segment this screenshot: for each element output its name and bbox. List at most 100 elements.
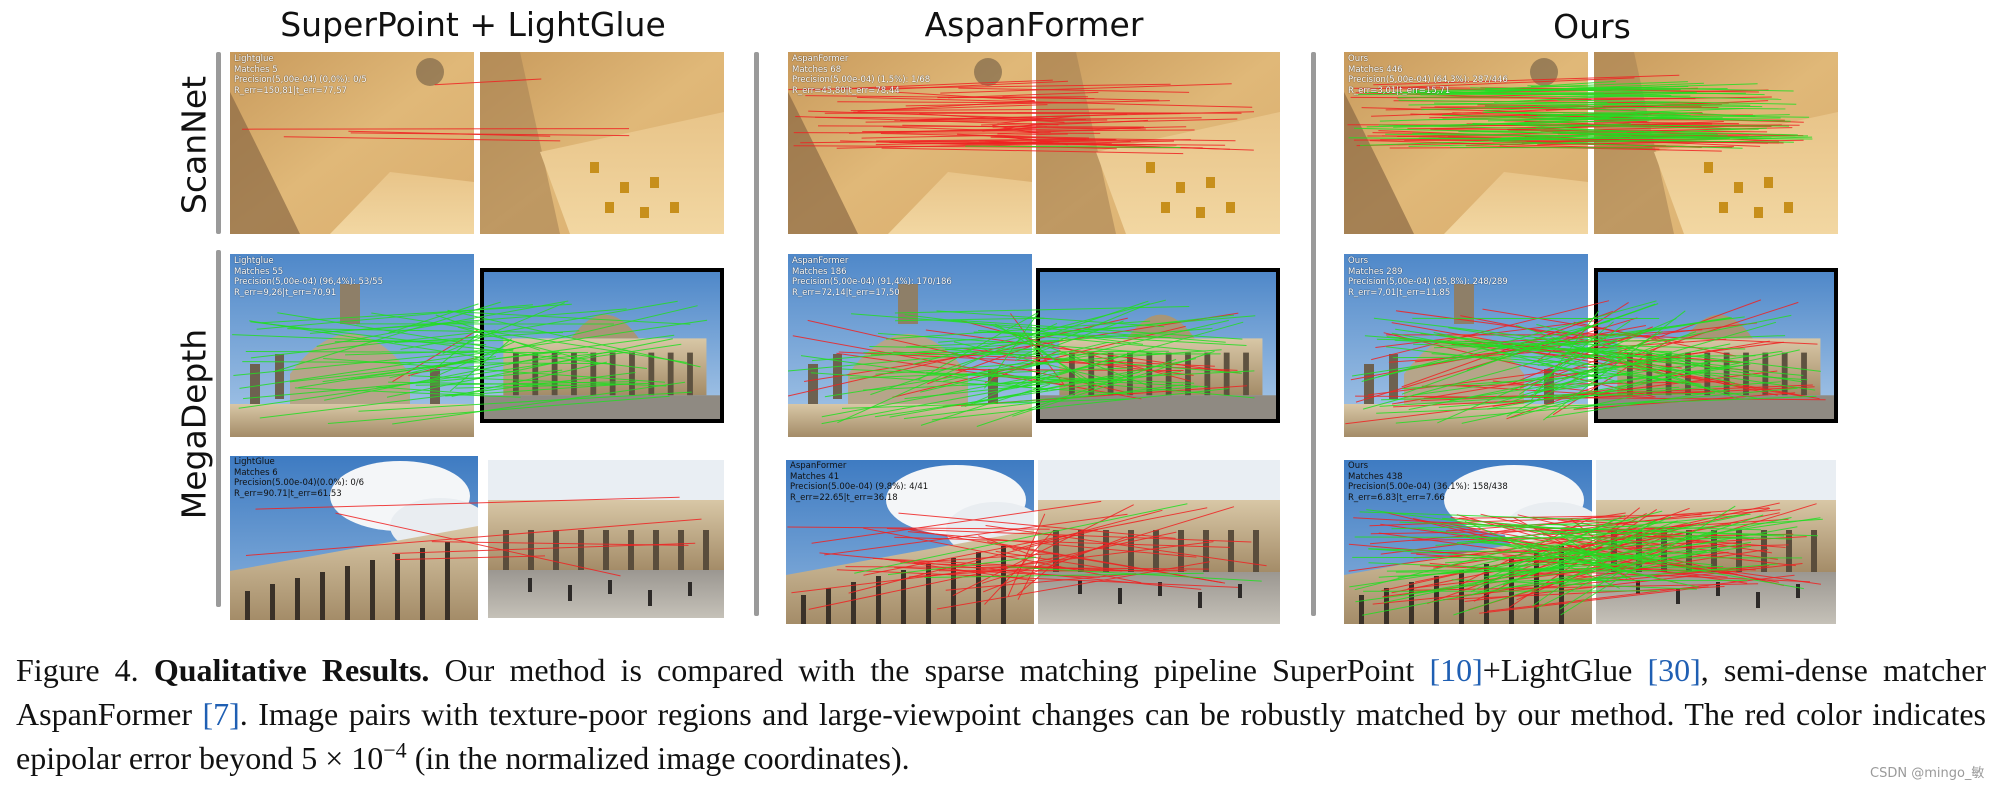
csdn-watermark: CSDN @mingo_敏 [1870, 766, 1985, 781]
wrong-match-line [1506, 385, 1597, 420]
caption-text-4: . Image pairs with texture-poor regions … [16, 696, 1987, 776]
correct-match-line [358, 391, 692, 412]
wrong-match-line [881, 147, 1184, 155]
correct-match-line [877, 332, 1168, 355]
caption-ref-10[interactable]: [10] [1429, 652, 1483, 688]
correct-match-line [1501, 127, 1767, 139]
wrong-match-line [1519, 299, 1762, 389]
correct-match-line [1487, 114, 1790, 122]
correct-match-line [886, 320, 1151, 340]
correct-match-line [273, 301, 501, 373]
correct-match-line [1014, 320, 1124, 361]
correct-match-line [309, 308, 627, 334]
megadepth-row-bracket [216, 250, 221, 607]
wrong-match-line [1442, 522, 1779, 583]
correct-match-line [953, 341, 1118, 382]
correct-match-line [1395, 569, 1740, 573]
caption-bold-title: Qualitative Results. [153, 652, 430, 688]
correct-match-line [990, 359, 1071, 373]
wrong-match-line [1486, 574, 1795, 612]
correct-match-line [1368, 562, 1593, 572]
column-title-aspanformer: AspanFormer [924, 5, 1144, 44]
correct-match-line [259, 372, 636, 419]
wrong-match-line [848, 529, 1099, 594]
correct-match-line [1442, 517, 1601, 533]
megadepth2-ours-match-lines [1348, 502, 1823, 616]
correct-match-line [1492, 140, 1743, 149]
correct-match-line [904, 381, 1060, 400]
wrong-match-line [1482, 308, 1684, 343]
wrong-match-line [880, 104, 1048, 111]
wrong-match-line [837, 101, 1081, 104]
correct-match-line [442, 302, 565, 354]
wrong-match-line [911, 140, 1112, 145]
wrong-match-line [882, 126, 1051, 133]
correct-match-line [1510, 362, 1708, 419]
correct-match-line [1404, 526, 1798, 596]
caption-text-1: Our method is compared with the sparse m… [444, 652, 1430, 688]
wrong-match-line [886, 528, 1252, 543]
megadepth1-ours-match-lines [1345, 299, 1826, 425]
correct-match-line [973, 358, 1196, 404]
wrong-match-line [981, 506, 1235, 584]
wrong-match-line [793, 132, 1101, 134]
column-title-ours: Ours [1553, 7, 1631, 46]
correct-match-line [1379, 386, 1680, 407]
correct-match-line [238, 343, 682, 409]
correct-match-line [903, 384, 1184, 420]
correct-match-line [1015, 303, 1150, 359]
correct-match-line [1434, 102, 1763, 108]
wrong-match-line [1395, 77, 1635, 88]
correct-match-line [1502, 520, 1678, 586]
correct-match-line [1537, 314, 1792, 366]
caption-ref-30[interactable]: [30] [1647, 652, 1701, 688]
wrong-match-line [1479, 586, 1709, 614]
wrong-match-line [1565, 523, 1732, 556]
wrong-match-line [876, 138, 1087, 142]
correct-match-line [1362, 541, 1752, 616]
correct-match-line [239, 319, 708, 389]
wrong-match-line [817, 125, 1145, 128]
correct-match-line [1466, 303, 1659, 371]
correct-match-line [961, 378, 1124, 386]
correct-match-line [1418, 137, 1813, 140]
scannet-lightglue-match-lines [241, 78, 630, 142]
wrong-match-line [1458, 514, 1702, 519]
correct-match-line [1562, 113, 1691, 116]
correct-match-line [1530, 310, 1600, 401]
wrong-match-line [836, 140, 1175, 149]
column-separator-2 [1311, 52, 1316, 616]
correct-match-line [1377, 320, 1611, 378]
correct-match-line [1535, 123, 1632, 129]
wrong-match-line [1369, 516, 1626, 527]
correct-match-line [924, 572, 1204, 578]
correct-match-line [1572, 346, 1741, 400]
wrong-match-line [1464, 563, 1803, 602]
correct-match-line [920, 383, 1051, 426]
wrong-match-line [983, 536, 1128, 593]
wrong-match-line [808, 531, 1177, 610]
figure-caption: Figure 4. Qualitative Results. Our metho… [16, 648, 1986, 780]
correct-match-line [1012, 350, 1215, 417]
correct-match-line [1538, 547, 1598, 557]
correct-match-line [388, 303, 479, 334]
wrong-match-line [892, 325, 1186, 398]
correct-match-line [1393, 91, 1672, 96]
wrong-match-line [1007, 513, 1046, 597]
correct-match-line [811, 327, 1213, 362]
wrong-match-line [1373, 74, 1680, 86]
wrong-match-line [1516, 532, 1673, 601]
wrong-match-line [850, 108, 1115, 112]
correct-match-line [1464, 520, 1620, 589]
wrong-match-line [804, 312, 1239, 382]
wrong-match-line [900, 562, 1144, 572]
caption-ref-7[interactable]: [7] [202, 696, 240, 732]
correct-match-line [993, 325, 1150, 387]
megadepth2-aspanformer-match-lines [787, 500, 1267, 610]
wrong-match-line [811, 79, 1053, 91]
correct-match-line [1534, 336, 1735, 384]
